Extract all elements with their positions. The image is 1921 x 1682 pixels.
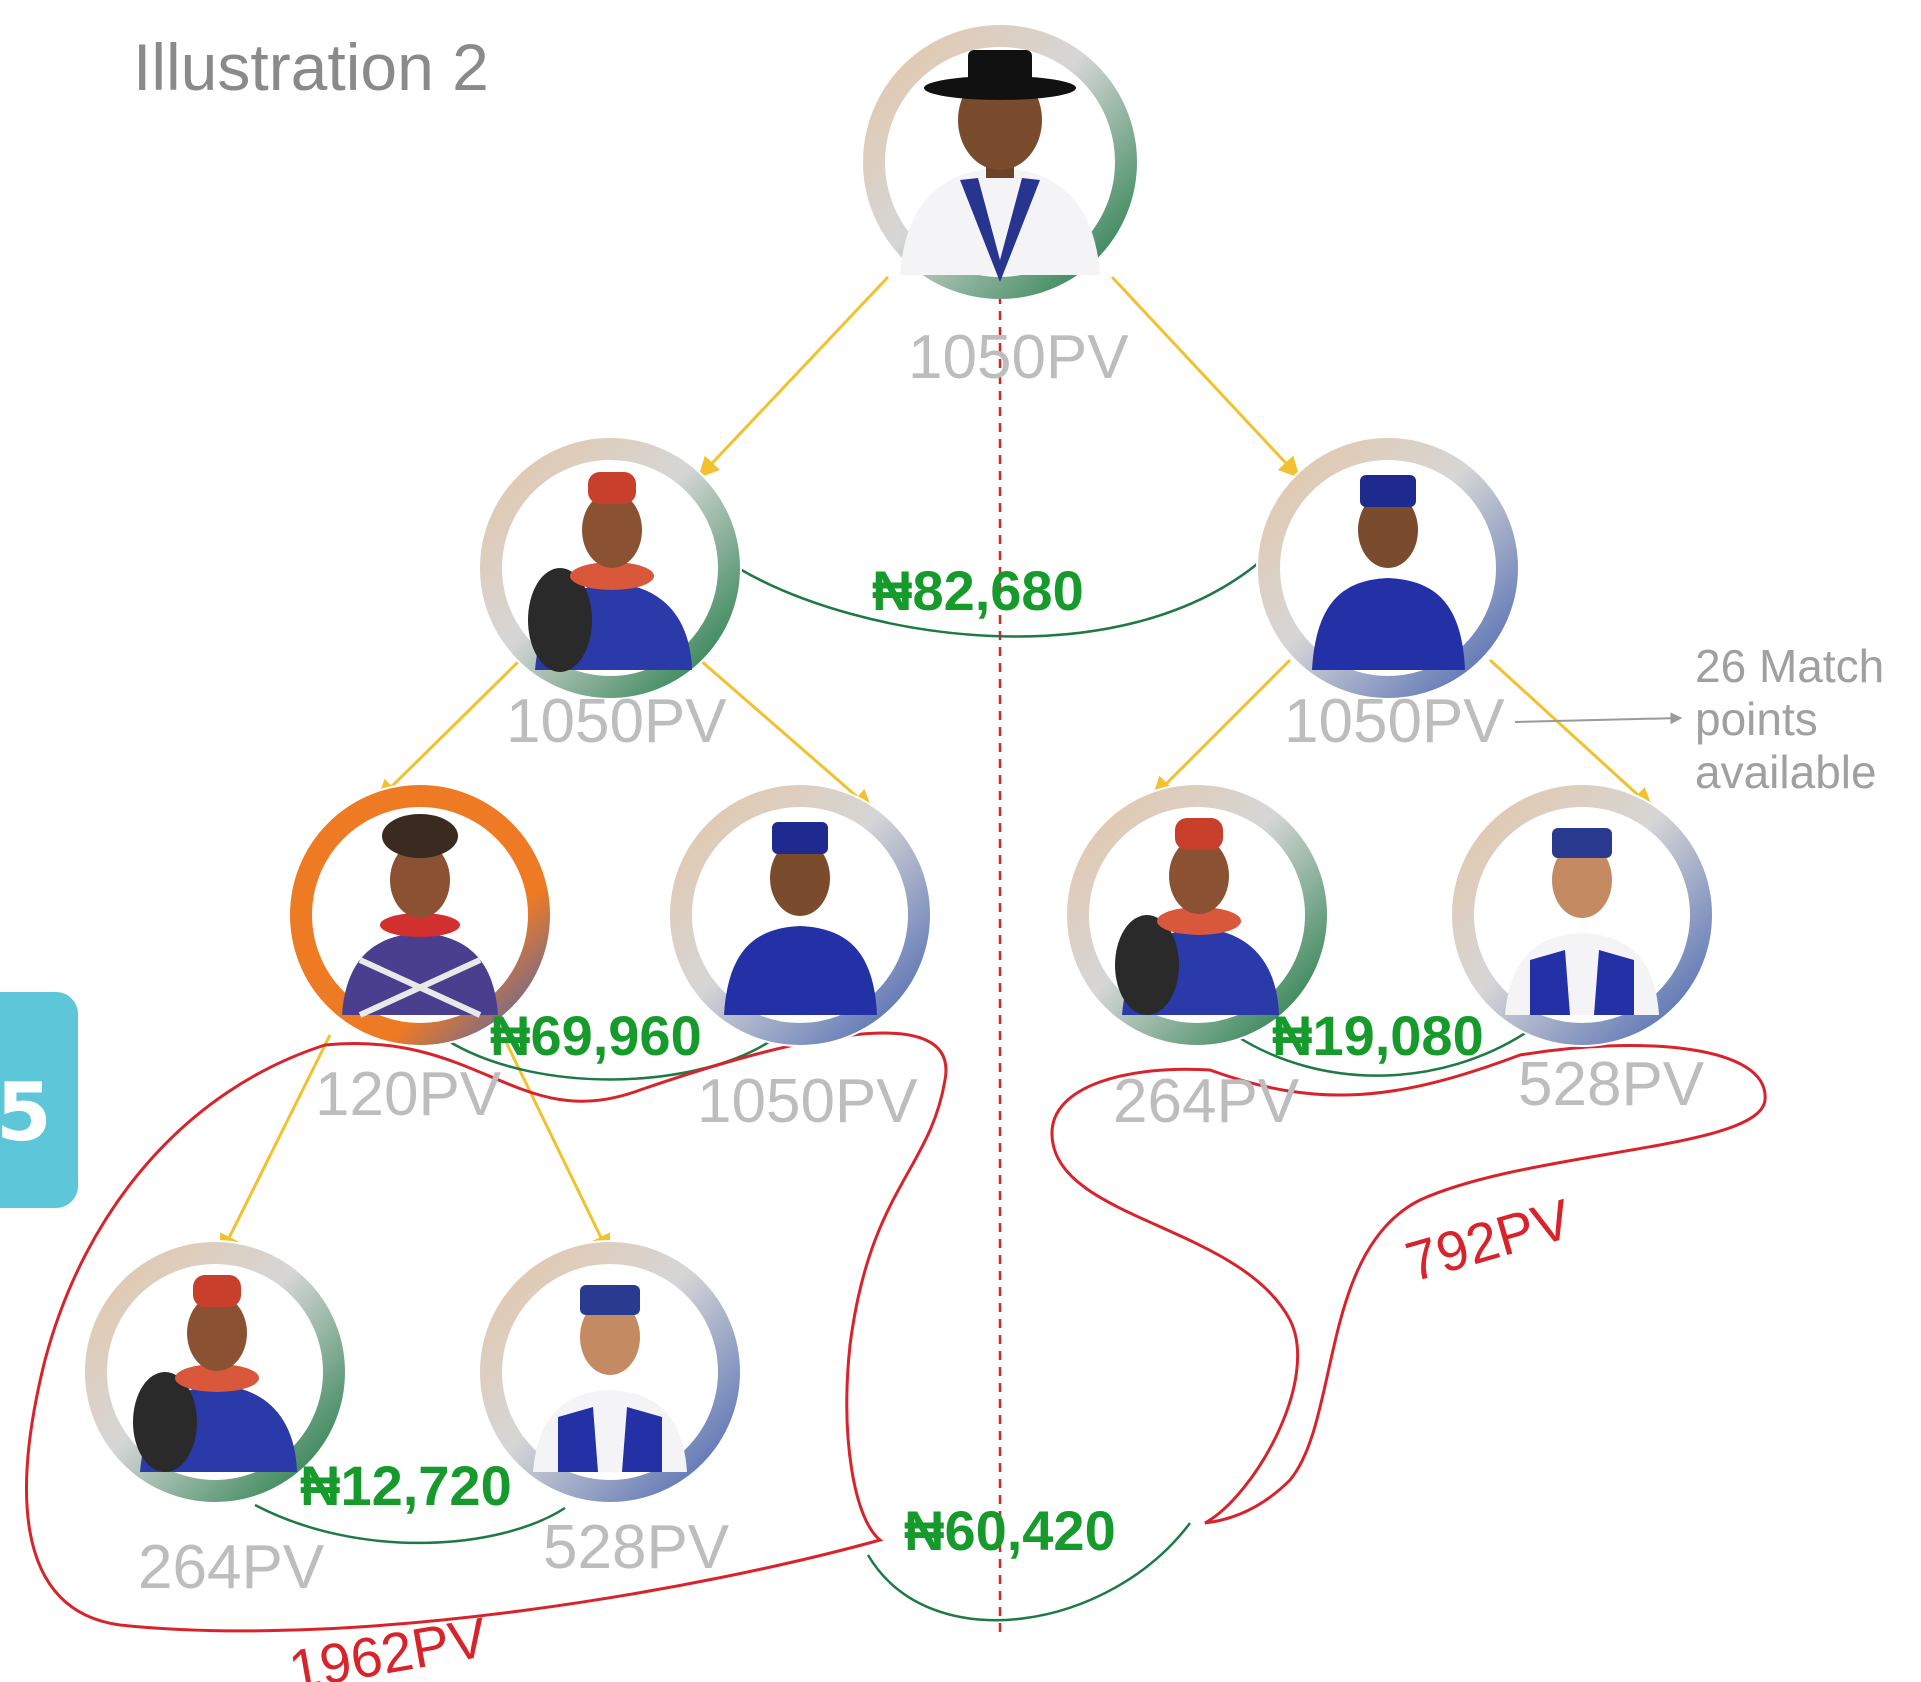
pv-label-l3b: 528PV: [543, 1513, 730, 1582]
tree-connectors: [220, 275, 1654, 1256]
man-blue-kaftan-avatar-icon: [724, 822, 877, 1015]
side-tab: 5: [0, 992, 78, 1208]
pv-label-l3a: 264PV: [138, 1533, 325, 1602]
right-group-outline: [1050, 1044, 1767, 1525]
arrow-r1-to-r2b: [1488, 658, 1654, 809]
note-pointer-arrow: [1514, 712, 1683, 725]
node-l1[interactable]: [478, 436, 742, 700]
arrow-l2a-to-l3b: [503, 1039, 611, 1256]
left-group-outline: [25, 1031, 948, 1633]
arrow-root-to-left: [698, 275, 890, 479]
group-total-right: 792PV: [1399, 1186, 1579, 1293]
node-r1[interactable]: [1256, 436, 1520, 700]
pv-label-root: 1050PV: [908, 323, 1129, 392]
match-curve-right-mid: [1234, 1028, 1531, 1077]
pv-label-l2b: 1050PV: [697, 1067, 918, 1136]
woman-coral-beads-avatar-icon: [133, 1275, 297, 1472]
page-title: Illustration 2: [133, 30, 489, 104]
node-r2b[interactable]: [1450, 783, 1714, 1047]
group-outlines: [25, 1031, 1767, 1633]
pv-label-l1: 1050PV: [506, 687, 727, 756]
note-line-3: available: [1695, 746, 1877, 798]
arrow-r1-to-r2a: [1152, 658, 1292, 798]
man-blue-kaftan-avatar-icon: [1312, 475, 1465, 670]
woman-coral-beads-avatar-icon: [528, 472, 692, 672]
match-curve-left-mid: [449, 1036, 776, 1081]
node-l2b[interactable]: [668, 783, 932, 1047]
match-amount-top: ₦82,680: [872, 559, 1084, 622]
match-amount-bottom: ₦60,420: [904, 1499, 1116, 1562]
node-r2a[interactable]: [1065, 783, 1329, 1047]
match-curves: [254, 559, 1531, 1622]
arrow-l1-to-l2a: [377, 658, 522, 801]
match-amount-left-low: ₦12,720: [300, 1454, 512, 1517]
woman-gele-avatar-icon: [342, 814, 498, 1018]
node-l2a[interactable]: [288, 783, 552, 1047]
match-amount-left-mid: ₦69,960: [490, 1004, 702, 1067]
man-embroidered-vest-avatar-icon: [533, 1285, 687, 1472]
arrow-l2a-to-l3a: [220, 1034, 332, 1256]
match-points-note: 26 Match points available: [1695, 640, 1884, 798]
node-l3b[interactable]: [478, 1240, 742, 1504]
pv-label-l2a: 120PV: [315, 1060, 502, 1129]
man-hat-avatar-icon: [900, 50, 1100, 282]
node-l3a[interactable]: [83, 1240, 347, 1504]
node-root[interactable]: [863, 25, 1137, 299]
pv-label-r2b: 528PV: [1518, 1050, 1705, 1119]
man-embroidered-vest-avatar-icon: [1505, 828, 1659, 1015]
pv-label-r1: 1050PV: [1284, 687, 1505, 756]
arrow-root-to-right: [1110, 275, 1300, 479]
arrow-l1-to-l2b: [699, 658, 874, 811]
woman-coral-beads-avatar-icon: [1115, 818, 1279, 1015]
match-curve-bottom: [866, 1522, 1192, 1622]
pv-label-r2a: 264PV: [1113, 1067, 1300, 1136]
match-curve-left-low: [254, 1503, 566, 1545]
note-line-2: points: [1695, 693, 1818, 745]
match-amount-right-mid: ₦19,080: [1272, 1004, 1484, 1067]
group-total-left: 1962PV: [284, 1605, 492, 1682]
note-line-1: 26 Match: [1695, 640, 1884, 692]
match-curve-top: [737, 559, 1263, 638]
side-tab-label: 5: [0, 1066, 52, 1159]
